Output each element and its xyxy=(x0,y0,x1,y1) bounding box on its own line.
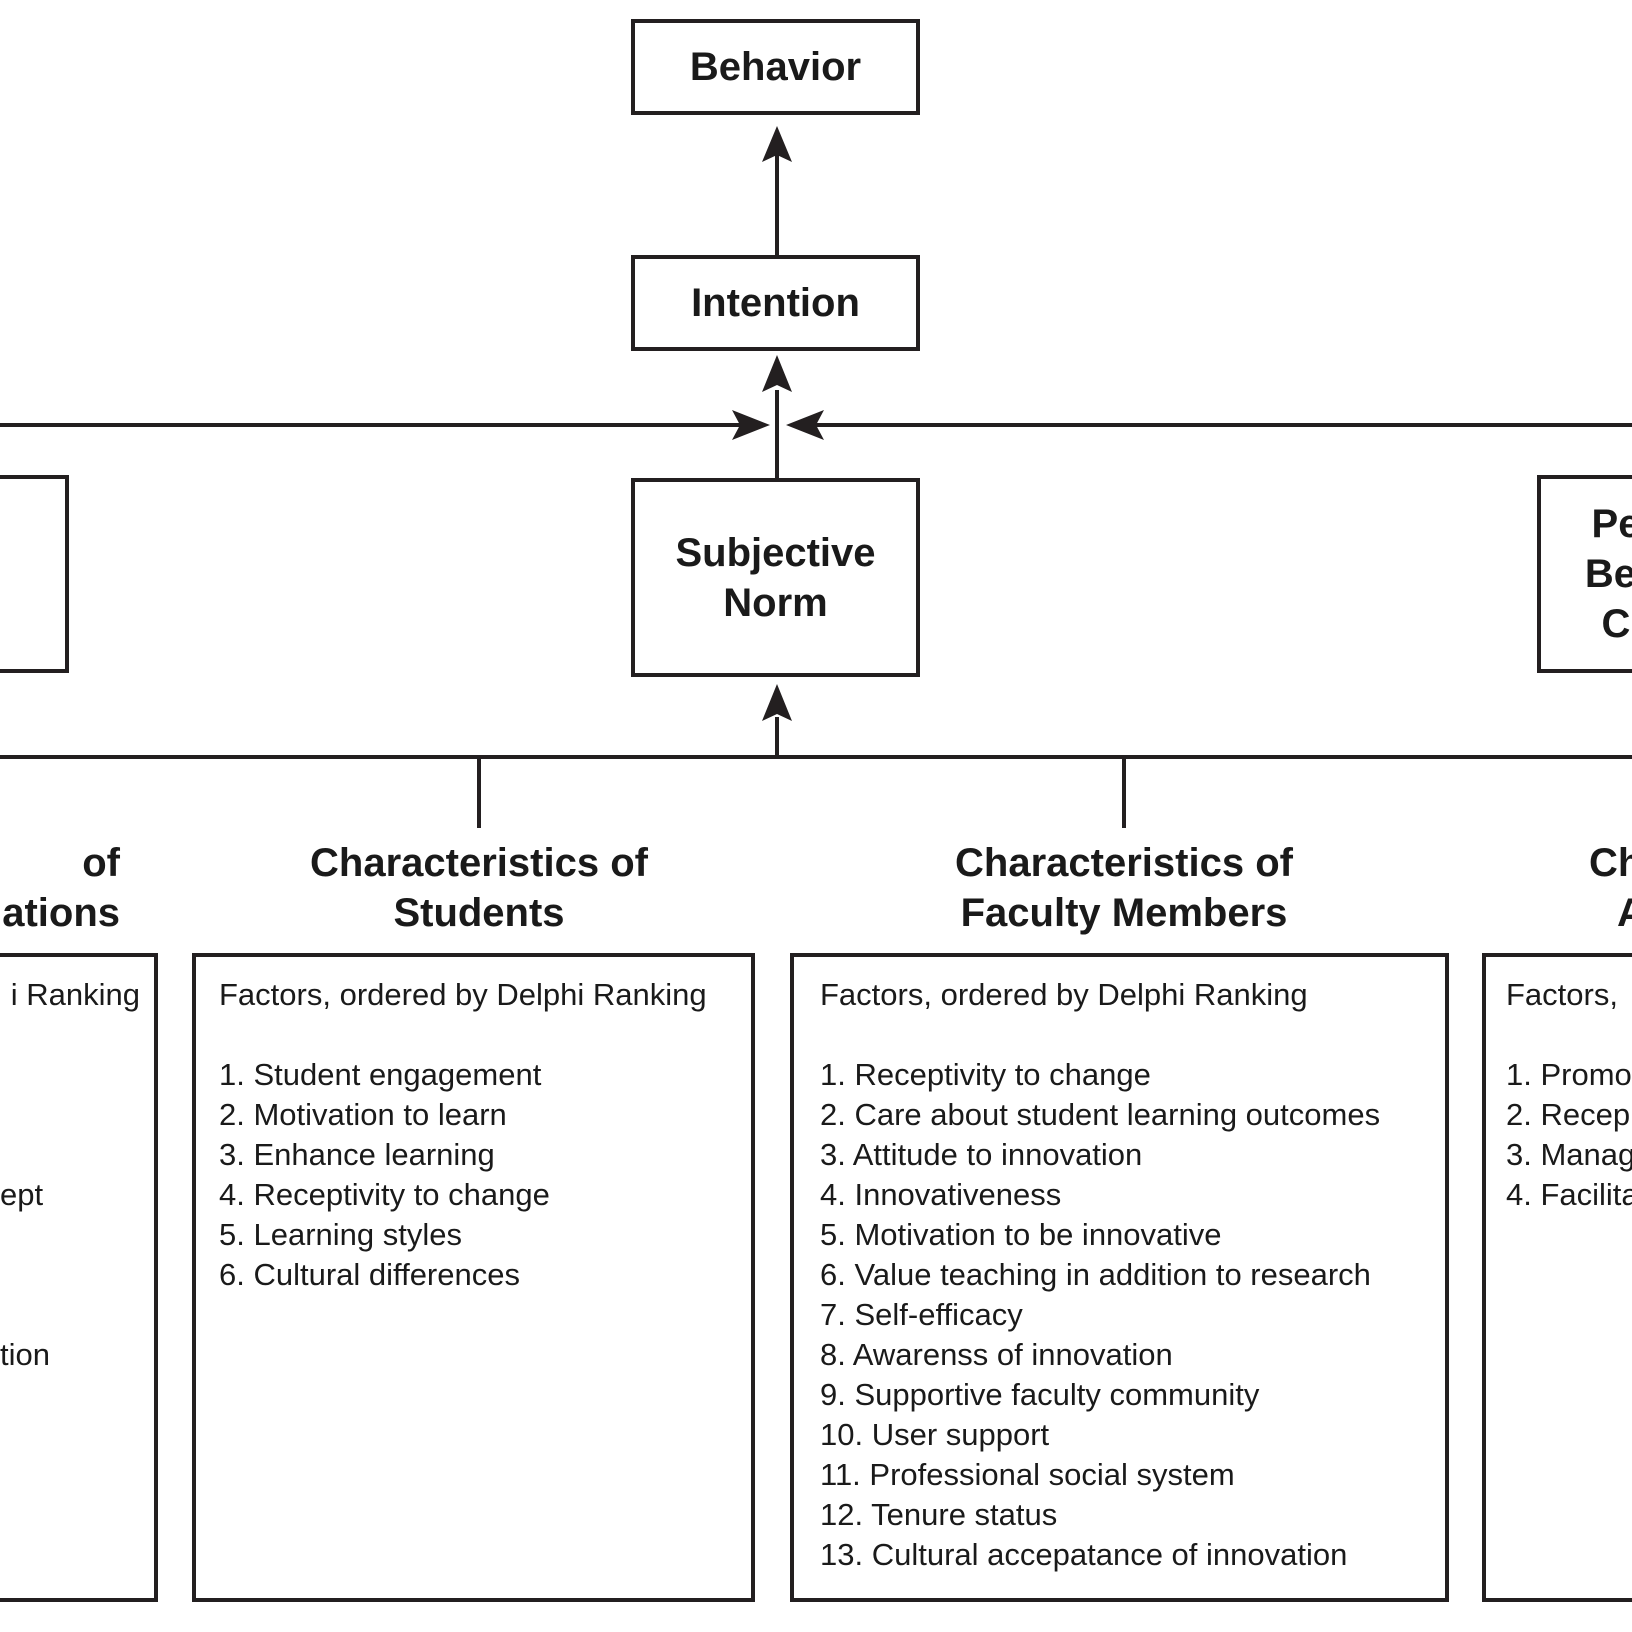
factor-item: 10. User support xyxy=(820,1417,1050,1452)
intention-label: Intention xyxy=(691,281,860,325)
left-heading-line1: of xyxy=(71,841,120,885)
factor-item: 9. Supportive faculty community xyxy=(820,1377,1260,1412)
subjective-norm-label-line1: Subjective xyxy=(675,530,876,575)
right-heading-line1: Ch xyxy=(1589,841,1632,885)
pbc-label-line1: Pe xyxy=(1591,502,1632,546)
factor-item: 6. Value teaching in addition to researc… xyxy=(820,1257,1371,1292)
factor-item: 3. Manag xyxy=(1506,1137,1632,1172)
faculty-heading-line1: Characteristics of xyxy=(955,841,1293,885)
factor-item: 13. Cultural accepatance of innovation xyxy=(820,1537,1348,1572)
attitude-node-partial xyxy=(0,475,69,673)
factor-item: 3. Attitude to innovation xyxy=(820,1137,1143,1172)
left-group-heading-partial: of ations xyxy=(0,838,120,938)
faculty-heading: Characteristics of Faculty Members xyxy=(904,838,1344,938)
students-factors-list: 1. Student engagement 2. Motivation to le… xyxy=(219,1055,751,1295)
factor-item: 4. Receptivity to change xyxy=(219,1177,550,1212)
pbc-label-line2: Bel xyxy=(1584,552,1632,596)
left-factors-panel-partial: i Ranking ept tion xyxy=(0,953,158,1602)
factor-item: 8. Awarenss of innovation xyxy=(820,1337,1173,1372)
factor-item: 2. Recep xyxy=(1506,1097,1631,1132)
factor-item: 5. Motivation to be innovative xyxy=(820,1217,1222,1252)
arrowhead-from-right xyxy=(786,410,824,440)
right-factors-panel-partial: Factors, 1. Promo 2. Recep 3. Manag 4. Faci… xyxy=(1482,953,1632,1602)
students-heading-line2: Students xyxy=(393,891,565,935)
faculty-factors-list: 1. Receptivity to change 2. Care about st… xyxy=(820,1055,1445,1575)
students-heading: Characteristics of Students xyxy=(279,838,679,938)
behavior-node: Behavior xyxy=(631,19,920,115)
factor-item: 5. Learning styles xyxy=(219,1217,462,1252)
arrowhead-to-intention xyxy=(762,355,792,392)
factor-item: 1. Promo xyxy=(1506,1057,1632,1092)
factor-item: 4. Innovativeness xyxy=(820,1177,1062,1212)
students-heading-line1: Characteristics of xyxy=(310,841,648,885)
arrowhead-to-behavior xyxy=(762,126,792,162)
factor-item: 11. Professional social system xyxy=(820,1457,1235,1492)
factor-item: 1. Student engagement xyxy=(219,1057,542,1092)
faculty-factors-panel: Factors, ordered by Delphi Ranking 1. Re… xyxy=(790,953,1449,1602)
faculty-factors-title: Factors, ordered by Delphi Ranking xyxy=(820,977,1308,1012)
arrowhead-from-left xyxy=(732,410,770,440)
pbc-label-line3: C xyxy=(1601,602,1631,646)
factor-item: 3. Enhance learning xyxy=(219,1137,495,1172)
right-heading-line2: A xyxy=(1617,891,1632,935)
right-factors-title: Factors, xyxy=(1506,977,1618,1012)
left-panel-line2: ept xyxy=(0,1177,44,1212)
factor-item: 6. Cultural differences xyxy=(219,1257,520,1292)
right-group-heading-partial: Ch A xyxy=(1580,838,1632,938)
left-heading-line2: ations xyxy=(2,891,120,935)
subjective-norm-node: Subjective Norm xyxy=(631,478,920,677)
right-factors-list: 1. Promo 2. Recep 3. Manag 4. Facilita xyxy=(1506,1055,1632,1215)
students-factors-panel: Factors, ordered by Delphi Ranking 1. St… xyxy=(192,953,755,1602)
factor-item: 4. Facilita xyxy=(1506,1177,1632,1212)
arrowhead-to-norm xyxy=(762,684,792,721)
factor-item: 7. Self-efficacy xyxy=(820,1297,1023,1332)
students-factors-title: Factors, ordered by Delphi Ranking xyxy=(219,977,707,1012)
faculty-heading-line2: Faculty Members xyxy=(960,891,1288,935)
left-panel-line1: i Ranking xyxy=(10,977,140,1012)
behavior-label: Behavior xyxy=(689,45,862,89)
perceived-behavioral-control-node-partial: Pe Bel C xyxy=(1537,475,1632,673)
factor-item: 1. Receptivity to change xyxy=(820,1057,1151,1092)
intention-node: Intention xyxy=(631,255,920,351)
left-panel-line3: tion xyxy=(0,1337,50,1372)
factor-item: 2. Care about student learning outcomes xyxy=(820,1097,1381,1132)
subjective-norm-label-line2: Norm xyxy=(723,580,828,625)
factor-item: 12. Tenure status xyxy=(820,1497,1058,1532)
factor-item: 2. Motivation to learn xyxy=(219,1097,507,1132)
